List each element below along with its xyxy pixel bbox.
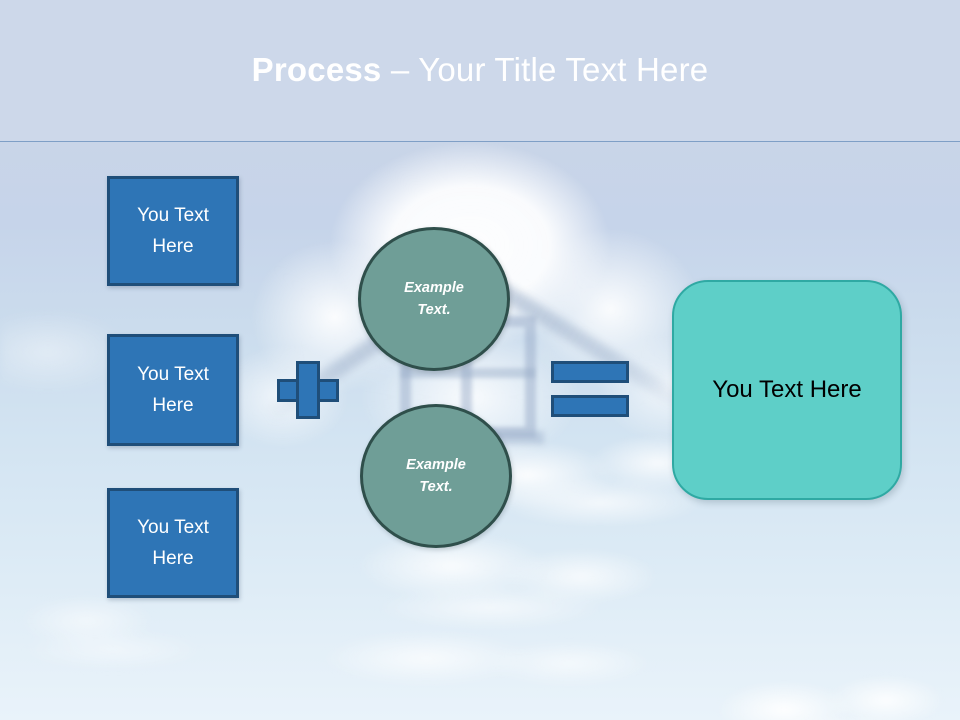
cloud-window-mullion-horizontal	[401, 368, 535, 378]
equals-icon	[551, 361, 629, 417]
page-title-light: Your Title Text Here	[418, 51, 709, 88]
equals-icon-bottom-bar	[551, 395, 629, 417]
plus-icon-center-fill	[299, 382, 317, 399]
cloud-wisp-lower-right	[700, 651, 960, 720]
result-box-label: You Text Here	[712, 376, 862, 403]
page-title: Process – Your Title Text Here	[0, 50, 960, 90]
page-title-strong: Process	[251, 51, 382, 88]
cloud-window-mullion-vertical	[461, 317, 472, 437]
plus-icon	[277, 361, 339, 419]
cloud-wisp-lower-center	[250, 596, 670, 716]
equals-icon-top-bar	[551, 361, 629, 383]
result-box[interactable]: You Text Here	[672, 280, 902, 500]
slide-header-band: Process – Your Title Text Here	[0, 0, 960, 141]
page-title-separator: –	[381, 51, 419, 88]
